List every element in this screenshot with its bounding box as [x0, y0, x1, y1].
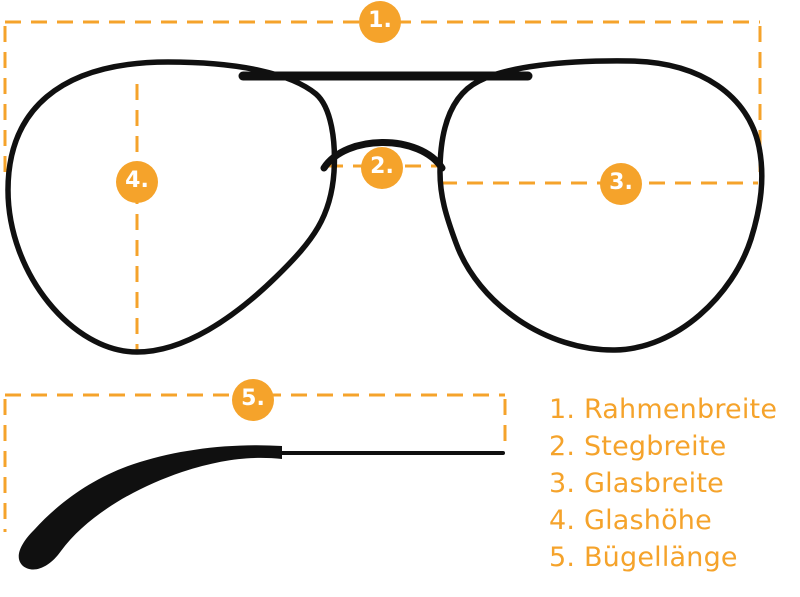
- measure-marker-bridge-width: 2.: [361, 147, 403, 189]
- temple-arm-thick-section: [18, 445, 282, 570]
- temple-arm: [18, 445, 505, 570]
- legend-item-glashoehe: 4. Glashöhe: [549, 505, 712, 536]
- left-lens-outline: [5, 59, 338, 355]
- nose-bridge: [320, 139, 446, 172]
- measure-marker-frame-width: 1.: [359, 1, 401, 43]
- legend: 1. Rahmenbreite 2. Stegbreite 3. Glasbre…: [549, 391, 789, 576]
- glasses-frame: [5, 58, 765, 355]
- legend-item-stegbreite: 2. Stegbreite: [549, 431, 727, 462]
- legend-item-glasbreite: 3. Glasbreite: [549, 468, 724, 499]
- measure-marker-temple-length: 5.: [232, 379, 274, 421]
- measure-marker-lens-width: 3.: [600, 163, 642, 205]
- right-lens-outline: [437, 58, 765, 353]
- legend-item-buegellaenge: 5. Bügellänge: [549, 542, 738, 573]
- measure-marker-lens-height: 4.: [116, 161, 158, 203]
- legend-item-rahmenbreite: 1. Rahmenbreite: [549, 394, 778, 425]
